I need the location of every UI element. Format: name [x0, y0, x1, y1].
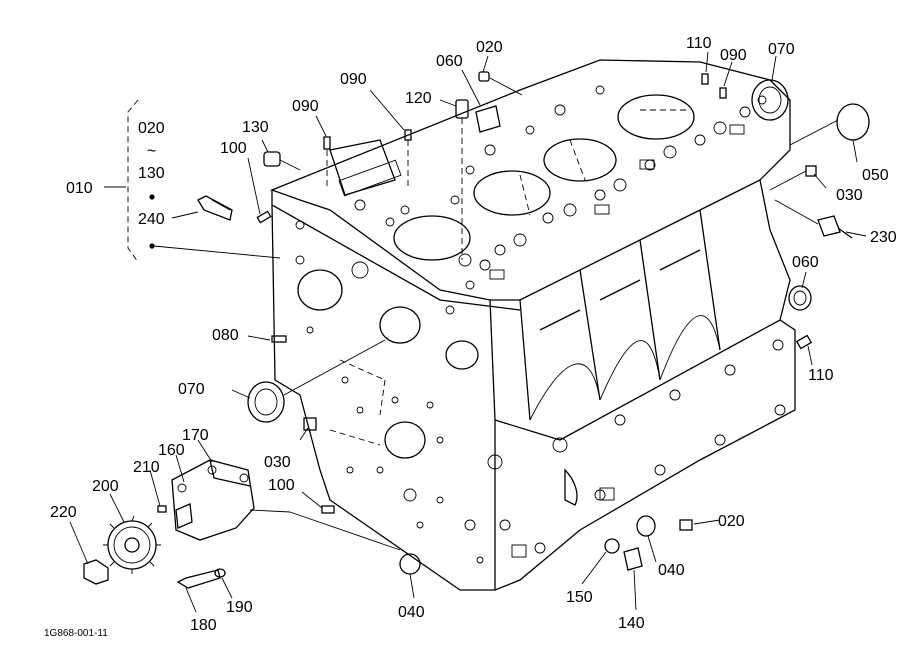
group-bracket	[104, 99, 281, 263]
label-040-bottom: 040	[398, 604, 425, 621]
oil-pump-assembly	[83, 459, 255, 589]
cylinder-block	[270, 59, 796, 591]
label-100-top: 100	[220, 140, 247, 157]
label-range-tilde: ~	[147, 143, 156, 160]
label-020-top: 020	[476, 39, 503, 56]
label-090-top-right: 090	[720, 47, 747, 64]
label-110-right: 110	[808, 367, 834, 384]
leader-lines	[69, 51, 867, 613]
label-080: 080	[212, 327, 239, 344]
label-group-010: 010	[66, 180, 93, 197]
label-range-top: 020	[138, 120, 165, 137]
label-200: 200	[92, 478, 119, 495]
label-030-right: 030	[836, 187, 863, 204]
label-220: 220	[50, 504, 77, 521]
label-item-240: 240	[138, 211, 165, 228]
label-060-top: 060	[436, 53, 463, 70]
label-230: 230	[870, 229, 897, 246]
label-070-top-right: 070	[768, 41, 795, 58]
label-120: 120	[405, 90, 432, 107]
label-090-top-mid: 090	[340, 71, 367, 88]
label-range-bottom: 130	[138, 165, 165, 182]
label-030-left: 030	[264, 454, 291, 471]
label-130: 130	[242, 119, 269, 136]
label-160: 160	[158, 442, 185, 459]
label-180: 180	[190, 617, 217, 634]
label-050: 050	[862, 167, 889, 184]
drawing-code: 1G868-001-11	[44, 628, 108, 639]
label-090-left: 090	[292, 98, 319, 115]
label-150: 150	[566, 589, 593, 606]
label-210: 210	[133, 459, 160, 476]
label-020-bottom: 020	[718, 513, 745, 530]
label-100-bottom: 100	[268, 477, 295, 494]
label-070-left: 070	[178, 381, 205, 398]
loose-parts	[197, 71, 870, 575]
label-110-top: 110	[686, 35, 712, 52]
label-170: 170	[182, 427, 209, 444]
label-060-right: 060	[792, 254, 819, 271]
deck-holes	[295, 85, 767, 290]
label-140: 140	[618, 615, 645, 632]
label-040-right: 040	[658, 562, 685, 579]
label-190: 190	[226, 599, 253, 616]
